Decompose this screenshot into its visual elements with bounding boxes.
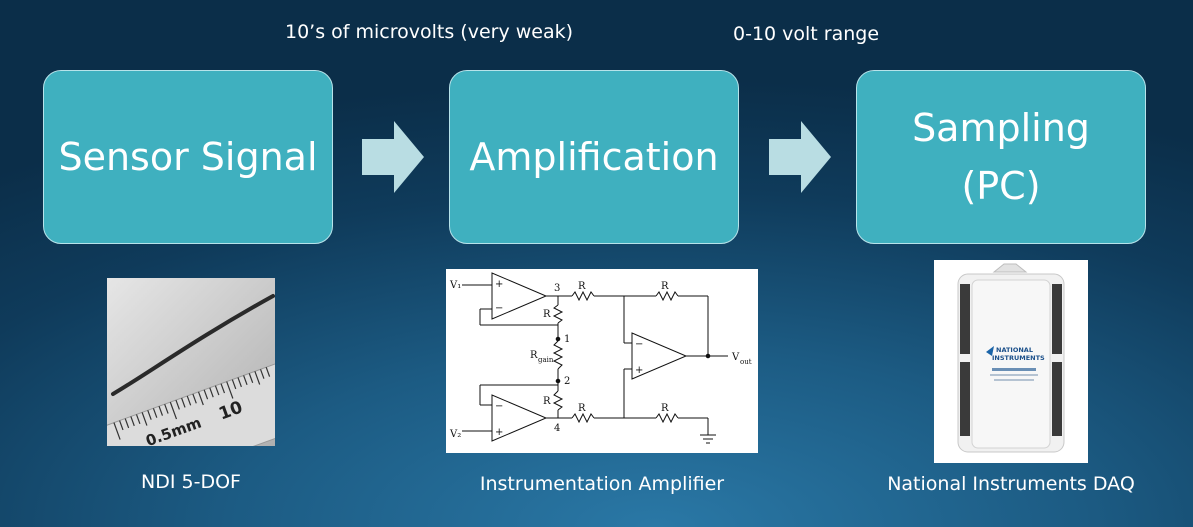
daq-brand-instruments: INSTRUMENTS — [992, 354, 1045, 362]
instrumentation-amplifier-schematic: + − − + − + — [446, 269, 758, 453]
node-4-label: 4 — [554, 423, 560, 434]
node-2-label: 2 — [564, 376, 570, 387]
amplification-label: Amplification — [469, 135, 719, 179]
sensor-signal-label: Sensor Signal — [58, 135, 318, 179]
daq-brand-national: NATIONAL — [996, 346, 1033, 354]
sampling-pc-label: (PC) — [961, 164, 1041, 208]
voltage-range-note: 0-10 volt range — [733, 23, 880, 45]
daq-device-image: NATIONAL INSTRUMENTS — [934, 260, 1088, 463]
output-out-subscript: out — [740, 358, 752, 366]
svg-text:−: − — [495, 401, 503, 412]
amplifier-caption: Instrumentation Amplifier — [479, 473, 725, 495]
flow-arrow-2 — [769, 121, 831, 193]
svg-text:−: − — [495, 303, 503, 314]
output-v-label: V — [731, 352, 740, 363]
amplification-box: Amplification — [449, 70, 739, 244]
rgain-label: R — [530, 350, 538, 361]
resistor-top-2-label: R — [661, 281, 669, 292]
input-v1-label: V₁ — [449, 280, 461, 291]
node-3-label: 3 — [554, 283, 560, 294]
daq-caption: National Instruments DAQ — [887, 473, 1135, 495]
sensor-ruler-image: 0.5mm 10 mm — [107, 278, 275, 446]
input-v2-label: V₂ — [449, 429, 461, 440]
svg-text:+: + — [495, 427, 503, 438]
svg-text:+: + — [635, 365, 643, 376]
flow-arrow-1 — [362, 121, 424, 193]
sampling-box: Sampling (PC) — [856, 70, 1146, 244]
signal-level-note: 10’s of microvolts (very weak) — [285, 21, 574, 43]
resistor-bottom-1-label: R — [578, 403, 586, 414]
resistor-upper-label: R — [543, 309, 551, 320]
sampling-label: Sampling — [912, 106, 1090, 150]
node-1-label: 1 — [564, 334, 570, 345]
rgain-subscript: gain — [538, 356, 554, 364]
resistor-lower-label: R — [543, 396, 551, 407]
svg-text:−: − — [635, 339, 643, 350]
resistor-top-1-label: R — [578, 281, 586, 292]
svg-text:+: + — [495, 279, 503, 290]
sensor-signal-box: Sensor Signal — [43, 70, 333, 244]
sensor-caption: NDI 5-DOF — [141, 471, 241, 493]
resistor-bottom-2-label: R — [661, 403, 669, 414]
